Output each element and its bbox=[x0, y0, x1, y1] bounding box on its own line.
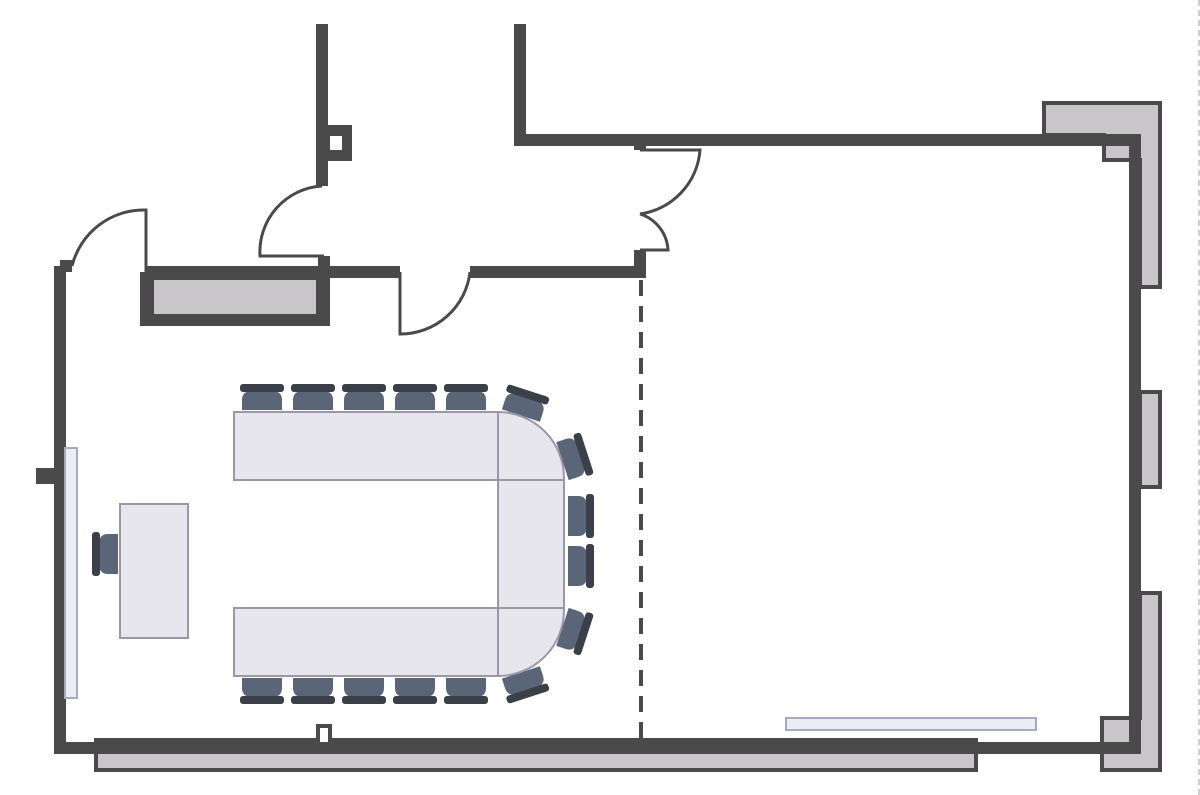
wall-group bbox=[54, 24, 1141, 754]
chair-icon bbox=[568, 544, 594, 588]
bottom-wall-post-inner bbox=[320, 728, 328, 742]
top-right-corner-column bbox=[1042, 101, 1162, 289]
chair-icon bbox=[291, 678, 335, 704]
corridor-wall-notch-inner bbox=[330, 136, 342, 150]
table-top-straight bbox=[233, 411, 499, 481]
chair-group bbox=[92, 384, 594, 704]
wall-detail-group bbox=[36, 125, 352, 744]
chair-icon bbox=[393, 678, 437, 704]
screen-group bbox=[64, 447, 1037, 731]
wall-fill-group bbox=[94, 101, 1162, 772]
door-swing-icon bbox=[639, 148, 702, 216]
niche-frame bbox=[140, 256, 330, 326]
bottom-whiteboard bbox=[785, 717, 1037, 731]
chair-icon bbox=[501, 384, 550, 422]
door-group bbox=[70, 148, 702, 336]
chair-icon bbox=[240, 678, 284, 704]
door-swing-icon bbox=[639, 212, 670, 252]
door-swing-icon bbox=[398, 271, 472, 336]
left-wall bbox=[54, 24, 1141, 754]
chair-icon bbox=[568, 494, 594, 538]
door-swing-icon bbox=[258, 184, 324, 258]
chair-icon bbox=[556, 607, 594, 656]
chair-icon bbox=[342, 384, 386, 410]
chair-icon bbox=[92, 532, 118, 576]
chair-icon bbox=[240, 384, 284, 410]
chair-icon bbox=[393, 384, 437, 410]
top-wall-segment-b bbox=[470, 250, 646, 278]
door-swing-icon bbox=[70, 208, 148, 272]
chair-icon bbox=[342, 678, 386, 704]
table-bottom-straight bbox=[233, 607, 499, 677]
chair-icon bbox=[501, 666, 550, 704]
chair-icon bbox=[291, 384, 335, 410]
storage-niche bbox=[150, 276, 320, 322]
left-wall-stub bbox=[36, 468, 62, 484]
chair-icon bbox=[444, 678, 488, 704]
table-group bbox=[119, 410, 565, 678]
presenter-desk bbox=[119, 503, 189, 639]
table-curved-end bbox=[497, 410, 565, 678]
left-whiteboard bbox=[64, 447, 78, 699]
page-edge-dashed-line bbox=[1198, 0, 1200, 795]
chair-icon bbox=[556, 432, 594, 481]
chair-icon bbox=[444, 384, 488, 410]
right-column-middle bbox=[1138, 390, 1162, 489]
